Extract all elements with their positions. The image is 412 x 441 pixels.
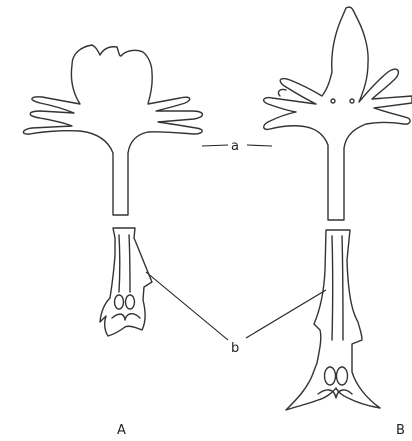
label-specimen-a: A <box>117 423 126 438</box>
label-b: b <box>231 341 239 356</box>
leader-a-left <box>202 145 228 146</box>
specimen-b-gland-left <box>331 99 335 103</box>
specimen-b-anther-left <box>325 367 336 385</box>
specimen-a-anther-right <box>126 295 135 309</box>
specimen-b-corolla <box>264 7 412 220</box>
specimen-b-gland-right <box>350 99 354 103</box>
leader-b-right <box>246 290 326 338</box>
label-a: a <box>231 139 239 154</box>
specimen-a-anther-left <box>115 295 124 309</box>
specimen-b-lobe-detail <box>278 89 286 96</box>
leader-lines <box>146 145 326 340</box>
specimen-a-tube-inner-line-2 <box>129 235 130 292</box>
leader-a-right <box>247 145 272 146</box>
specimen-b-anther-right <box>337 367 348 385</box>
specimen-a-corolla <box>23 45 202 215</box>
specimen-a-lower-tube <box>100 228 152 336</box>
specimen-a-tube-inner-line-1 <box>119 235 120 292</box>
specimen-b <box>264 7 412 410</box>
specimen-b-tube-inner-line-1 <box>332 236 333 340</box>
leader-b-left <box>146 272 228 340</box>
specimen-b-tube-inner-line-2 <box>342 236 343 340</box>
specimen-a-fork <box>112 314 140 320</box>
specimen-a <box>23 45 202 336</box>
label-specimen-b: B <box>396 423 405 438</box>
